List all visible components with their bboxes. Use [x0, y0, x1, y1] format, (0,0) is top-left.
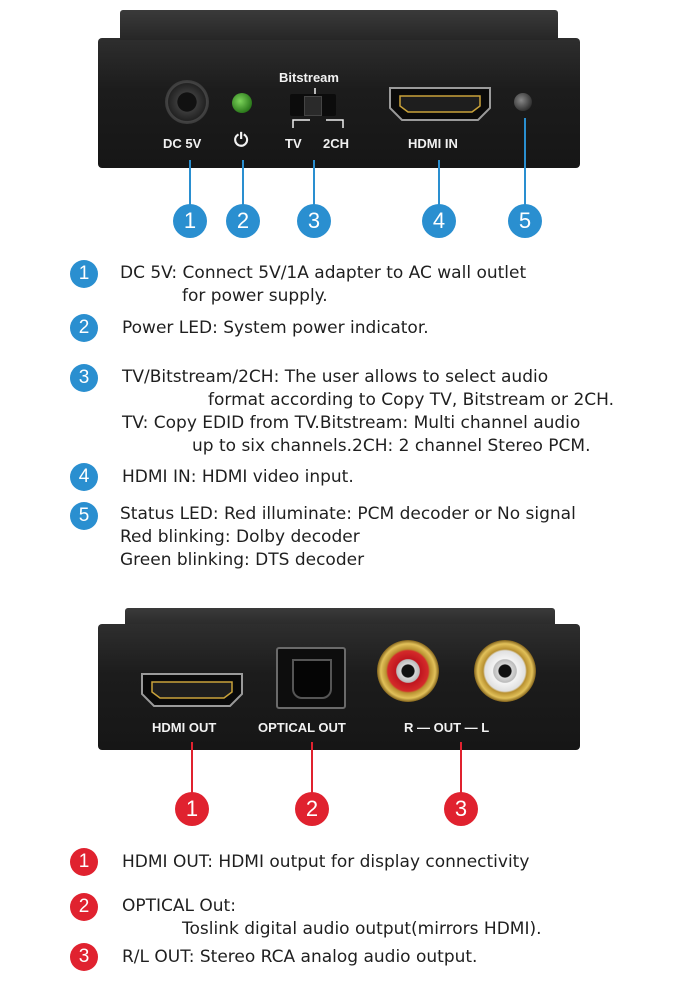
desc-5-line-1: Status LED: Red illuminate: PCM decoder …	[120, 504, 576, 524]
power-icon: ⏻	[234, 130, 249, 150]
dc-jack	[165, 80, 209, 124]
rear-desc-2-line-2: Toslink digital audio output(mirrors HDM…	[182, 919, 542, 939]
rear-callout-line-1	[191, 742, 193, 797]
desc-3-line-2: format according to Copy TV, Bitstream o…	[208, 390, 615, 410]
rear-desc-3-line-1: R/L OUT: Stereo RCA analog audio output.	[122, 947, 478, 967]
callout-line-2	[242, 160, 244, 205]
rear-desc-badge-3: 3	[70, 943, 98, 971]
desc-3-line-3: TV: Copy EDID from TV.Bitstream: Multi c…	[122, 413, 581, 433]
desc-2-line-1: Power LED: System power indicator.	[122, 318, 429, 338]
hdmi-in-port	[388, 86, 492, 122]
callout-line-5	[524, 118, 526, 205]
tv-label: TV	[285, 136, 302, 151]
desc-badge-4: 4	[70, 463, 98, 491]
dc-label: DC 5V	[163, 136, 202, 151]
desc-3-line-4: up to six channels.2CH: 2 channel Stereo…	[192, 436, 591, 456]
desc-4-line-1: HDMI IN: HDMI video input.	[122, 467, 354, 487]
rear-callout-line-3	[460, 742, 462, 797]
2ch-label: 2CH	[323, 136, 350, 151]
desc-badge-1: 1	[70, 260, 98, 288]
callout-badge-3: 3	[297, 204, 331, 238]
callout-badge-4: 4	[422, 204, 456, 238]
switch-knob[interactable]	[304, 96, 322, 116]
rear-callout-badge-1: 1	[175, 792, 209, 826]
hdmi-in-label: HDMI IN	[408, 136, 458, 151]
desc-5-line-2: Red blinking: Dolby decoder	[120, 527, 360, 547]
rear-desc-badge-2: 2	[70, 893, 98, 921]
desc-5-line-3: Green blinking: DTS decoder	[120, 550, 365, 570]
callout-line-3	[313, 160, 315, 205]
rear-desc-1-line-1: HDMI OUT: HDMI output for display connec…	[122, 852, 530, 872]
status-led	[514, 93, 532, 111]
switch-slot[interactable]	[290, 94, 336, 116]
optical-port	[276, 647, 346, 709]
callout-line-1	[189, 160, 191, 205]
rear-callout-line-2	[311, 742, 313, 797]
rear-desc-2-line-1: OPTICAL Out:	[122, 896, 236, 916]
switch-position-marks	[292, 88, 344, 128]
rear-desc-badge-1: 1	[70, 848, 98, 876]
rca-left-jack	[474, 640, 536, 702]
callout-badge-1: 1	[173, 204, 207, 238]
callout-badge-2: 2	[226, 204, 260, 238]
rear-callout-badge-2: 2	[295, 792, 329, 826]
power-led	[232, 93, 252, 113]
desc-badge-5: 5	[70, 502, 98, 530]
hdmi-out-port	[140, 672, 244, 708]
callout-line-4	[438, 160, 440, 205]
desc-badge-2: 2	[70, 314, 98, 342]
callout-badge-5: 5	[508, 204, 542, 238]
front-panel-top-edge	[120, 10, 558, 40]
rca-right-jack	[377, 640, 439, 702]
rear-callout-badge-3: 3	[444, 792, 478, 826]
optical-out-label: OPTICAL OUT	[258, 720, 346, 735]
bitstream-label: Bitstream	[279, 70, 339, 85]
desc-1-line-1: DC 5V: Connect 5V/1A adapter to AC wall …	[120, 263, 527, 283]
desc-1-line-2: for power supply.	[182, 286, 328, 306]
rl-out-label: R — OUT — L	[404, 720, 490, 735]
desc-3-line-1: TV/Bitstream/2CH: The user allows to sel…	[122, 367, 549, 387]
desc-badge-3: 3	[70, 364, 98, 392]
hdmi-out-label: HDMI OUT	[152, 720, 217, 735]
